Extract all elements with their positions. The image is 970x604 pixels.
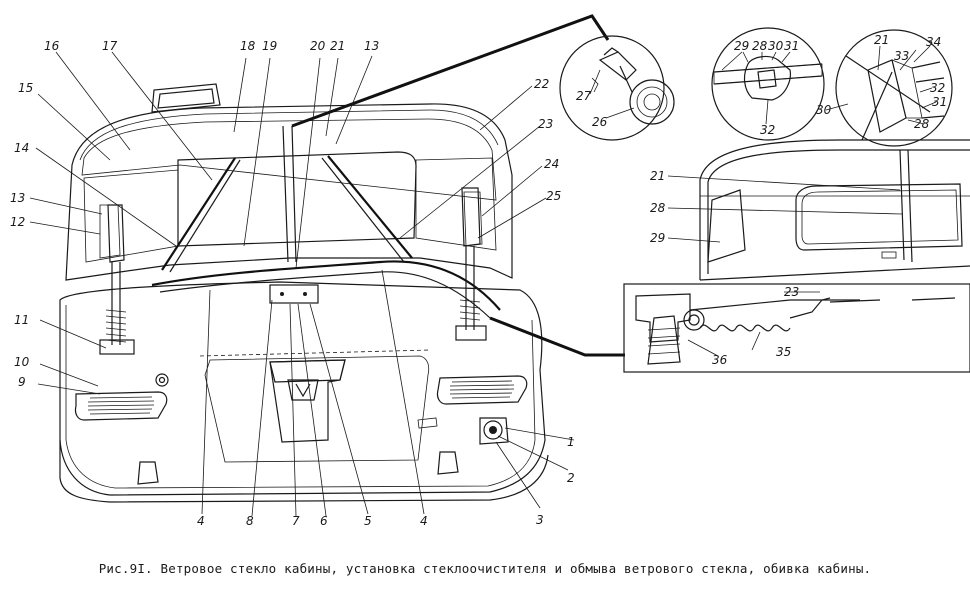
label-21-side: 21 bbox=[650, 169, 665, 183]
left-knob bbox=[155, 373, 169, 387]
label-10: 10 bbox=[14, 355, 30, 369]
label-35: 35 bbox=[776, 345, 791, 359]
right-heater-vent bbox=[436, 375, 528, 405]
right-wiper-arm bbox=[327, 155, 413, 259]
inset-door-seal bbox=[835, 29, 953, 147]
washer-pump-knob bbox=[479, 417, 509, 445]
label-29-side: 29 bbox=[650, 231, 665, 245]
label-31-right: 31 bbox=[932, 95, 947, 109]
windshield-glass bbox=[177, 151, 417, 247]
leader-lines bbox=[29, 45, 937, 517]
thick-leader-to-inset-3 bbox=[489, 316, 625, 357]
center-recess bbox=[204, 355, 430, 463]
label-6: 6 bbox=[320, 514, 328, 528]
label-3: 3 bbox=[536, 513, 544, 527]
label-7: 7 bbox=[292, 514, 300, 528]
wiper-motor-bracket bbox=[269, 284, 319, 304]
door-window bbox=[707, 189, 746, 263]
label-15: 15 bbox=[18, 81, 33, 95]
label-1: 1 bbox=[567, 435, 575, 449]
label-25: 25 bbox=[546, 189, 561, 203]
label-30-right: 30 bbox=[816, 103, 832, 117]
label-17: 17 bbox=[102, 39, 118, 53]
windshield-frame bbox=[65, 164, 513, 281]
label-28-side: 28 bbox=[650, 201, 666, 215]
label-21-inset: 21 bbox=[874, 33, 889, 47]
inset-washer-linkage bbox=[623, 283, 970, 373]
rear-window bbox=[795, 183, 963, 251]
label-29-inset: 29 bbox=[734, 39, 749, 53]
label-27: 27 bbox=[576, 89, 592, 103]
headliner bbox=[81, 118, 497, 201]
dashboard-body bbox=[59, 281, 546, 496]
inset-seal-section bbox=[711, 27, 825, 141]
center-box bbox=[269, 359, 346, 443]
label-4-right: 4 bbox=[420, 514, 428, 528]
label-16: 16 bbox=[44, 39, 60, 53]
callout-labels: 1 2 3 4 4 5 6 7 8 9 10 11 12 13 14 15 16… bbox=[10, 33, 947, 528]
label-22: 22 bbox=[534, 77, 549, 91]
label-9: 9 bbox=[18, 375, 26, 389]
left-vent-grille bbox=[87, 396, 155, 415]
label-5: 5 bbox=[364, 514, 372, 528]
roof-marker-lamp bbox=[151, 83, 221, 113]
wiper-linkage bbox=[151, 260, 501, 311]
label-31-inset: 31 bbox=[784, 39, 799, 53]
thick-leader-to-inset-1 bbox=[291, 14, 610, 128]
left-washer-spring-assembly bbox=[99, 204, 135, 355]
label-13-left: 13 bbox=[10, 191, 25, 205]
center-pillar bbox=[282, 125, 297, 263]
left-wiper-arm bbox=[161, 157, 236, 271]
label-28-right: 28 bbox=[914, 117, 930, 131]
cab-interior-view bbox=[59, 83, 549, 503]
label-11: 11 bbox=[14, 313, 29, 327]
label-12: 12 bbox=[10, 215, 25, 229]
label-33: 33 bbox=[894, 49, 909, 63]
label-18: 18 bbox=[240, 39, 256, 53]
label-2: 2 bbox=[567, 471, 575, 485]
side-cab-view bbox=[699, 139, 970, 281]
label-19: 19 bbox=[262, 39, 277, 53]
figure-caption: Рис.9I. Ветровое стекло кабины, установк… bbox=[98, 561, 872, 576]
right-washer-spring-assembly bbox=[455, 187, 487, 341]
left-heater-vent bbox=[74, 391, 168, 421]
label-34: 34 bbox=[926, 35, 941, 49]
right-vent-grille bbox=[449, 380, 515, 399]
label-30-inset: 30 bbox=[768, 39, 784, 53]
label-26: 26 bbox=[592, 115, 608, 129]
label-4-left: 4 bbox=[197, 514, 205, 528]
label-23-inset: 23 bbox=[784, 285, 799, 299]
label-23-main: 23 bbox=[538, 117, 553, 131]
inset-washer-nozzle bbox=[559, 35, 675, 141]
label-36: 36 bbox=[712, 353, 728, 367]
label-14: 14 bbox=[14, 141, 29, 155]
label-21-main: 21 bbox=[330, 39, 345, 53]
label-13-top: 13 bbox=[364, 39, 379, 53]
label-28-inset: 28 bbox=[752, 39, 768, 53]
label-20: 20 bbox=[310, 39, 326, 53]
label-8: 8 bbox=[246, 514, 254, 528]
label-32-right: 32 bbox=[930, 81, 945, 95]
label-32-inset: 32 bbox=[760, 123, 775, 137]
label-24: 24 bbox=[544, 157, 559, 171]
roof-outline bbox=[71, 103, 513, 176]
